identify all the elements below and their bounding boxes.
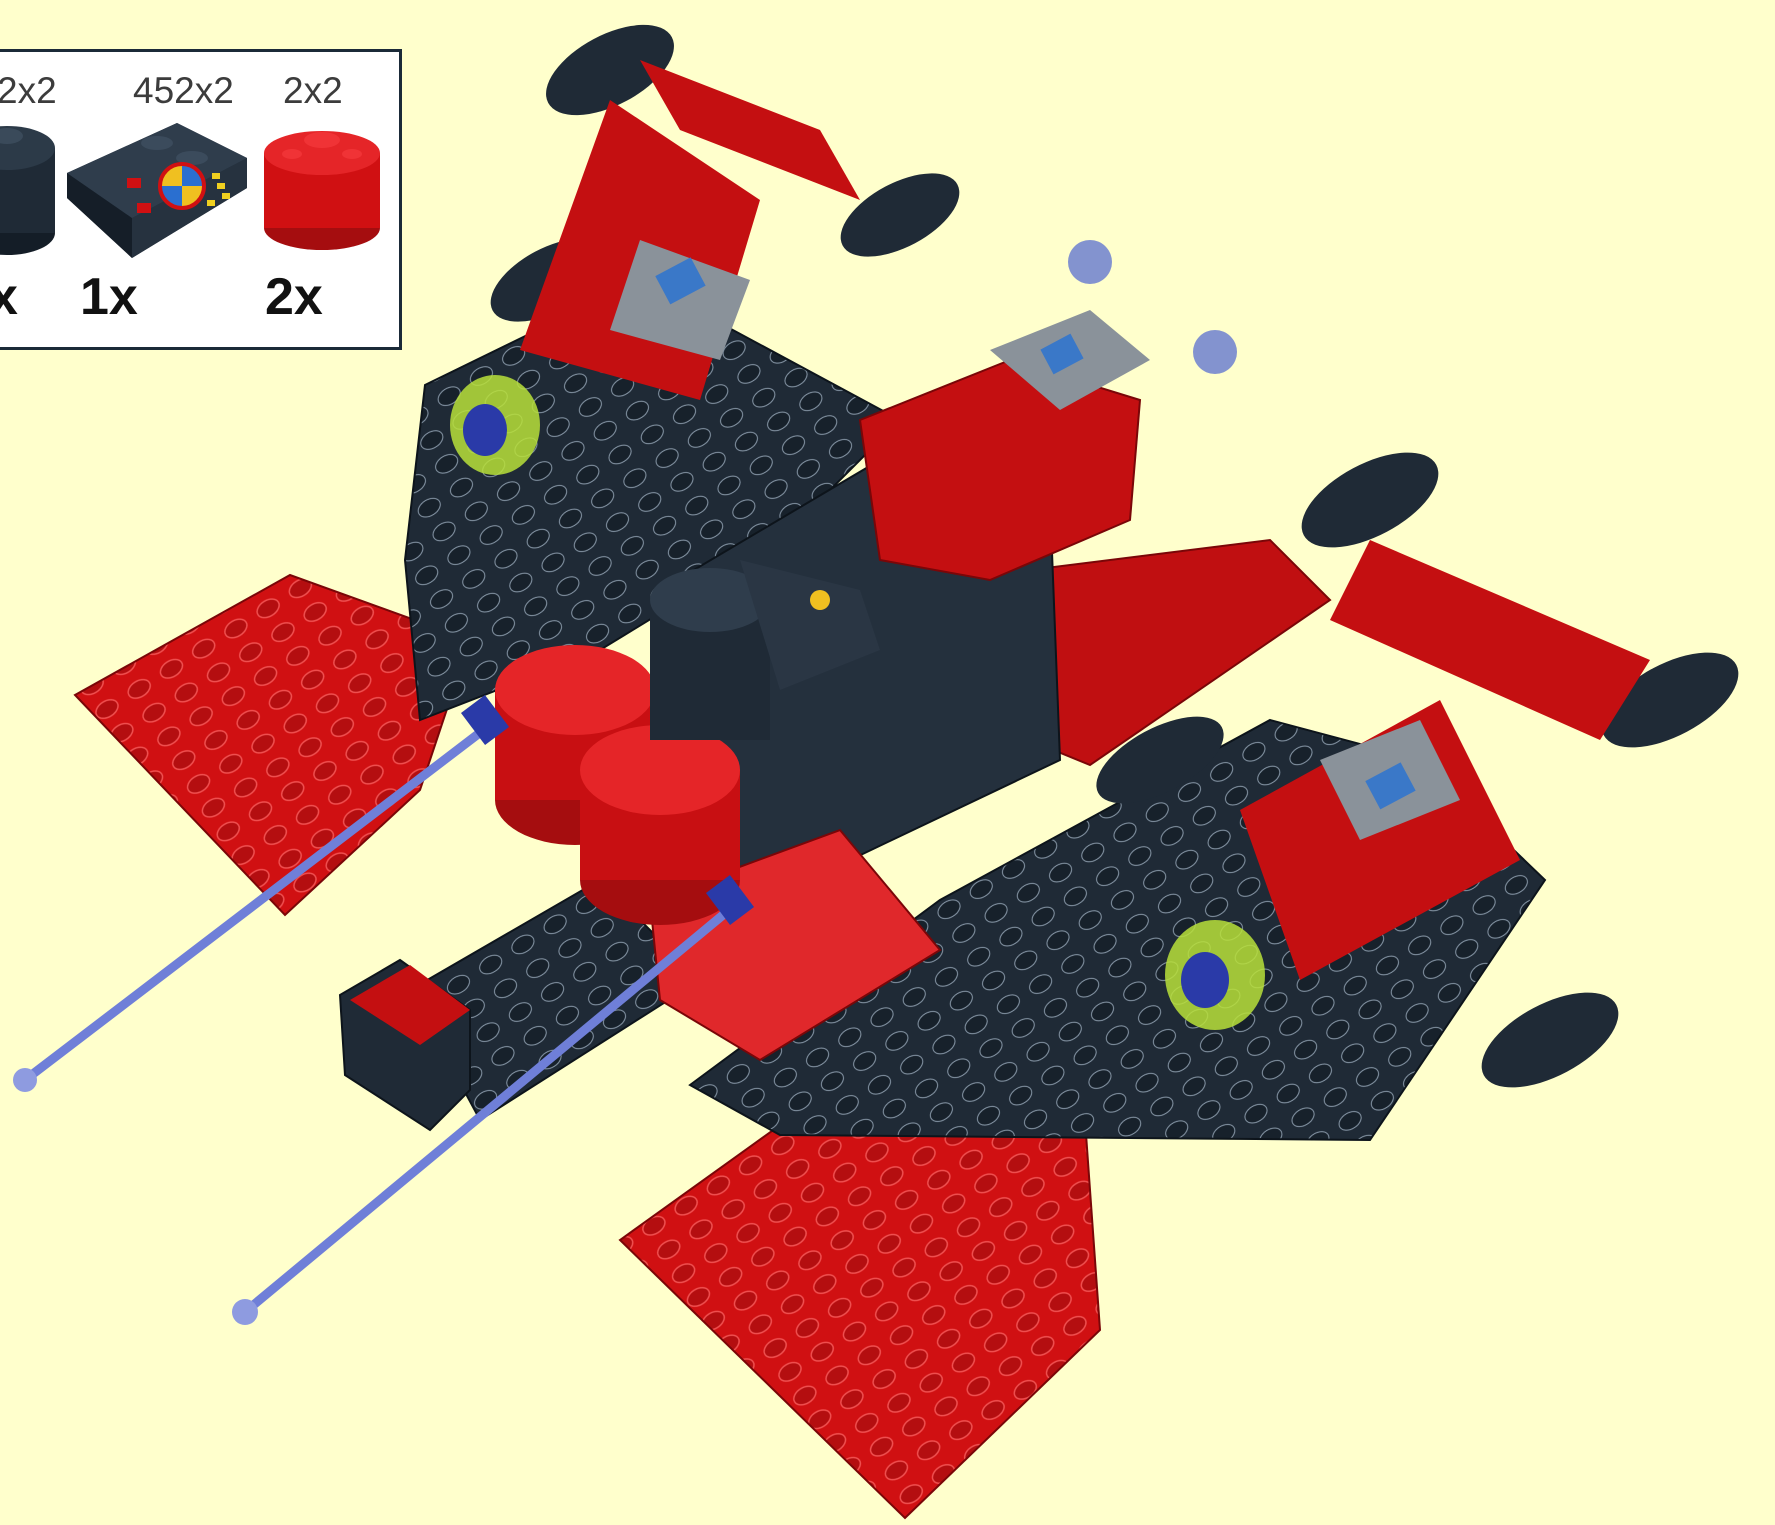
fuselage-top-red (860, 360, 1140, 580)
green-disc-left (450, 375, 540, 475)
red-wing-bottom (620, 1075, 1100, 1518)
green-disc-right (1165, 920, 1265, 1030)
engine-pod-top (478, 6, 973, 400)
